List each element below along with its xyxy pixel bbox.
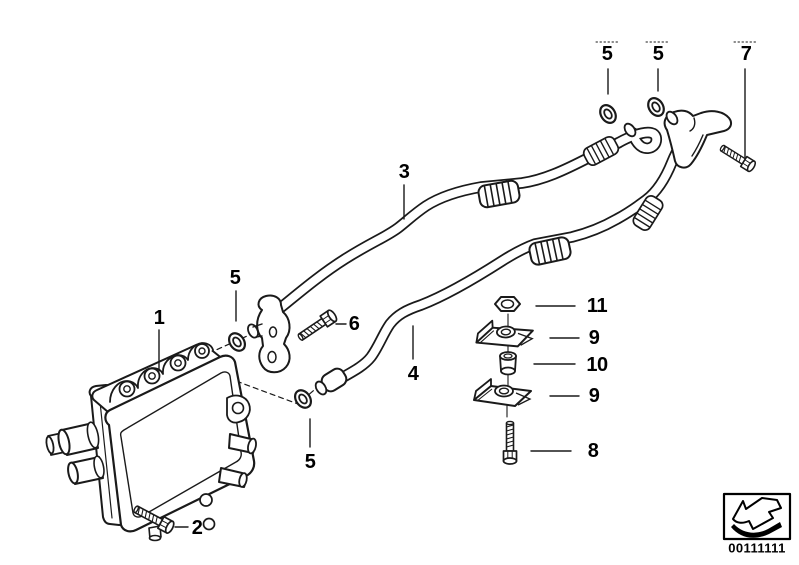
callout-5a[interactable]: 5 [601, 43, 613, 65]
pipe4-flange-fitting [663, 109, 733, 169]
seal-ring-5c [224, 329, 250, 355]
callout-5d[interactable]: 5 [304, 451, 316, 473]
callout-4[interactable]: 4 [407, 363, 419, 385]
bolt-6 [294, 307, 340, 345]
nut-11 [494, 296, 521, 312]
oil-pipe-3-drawing [273, 122, 663, 315]
pipe3-flange-fitting [247, 294, 291, 374]
direction-arrow-icon [731, 497, 782, 538]
pipe3-end-opening [623, 122, 637, 138]
callout-5c[interactable]: 5 [229, 267, 241, 289]
callout-2[interactable]: 2 [191, 517, 203, 539]
callout-9a[interactable]: 9 [588, 327, 600, 349]
pipe4-left-fitting [314, 367, 348, 396]
stamp-code: 00111111 [728, 540, 786, 556]
callout-1[interactable]: 1 [153, 307, 165, 329]
bushing-10 [499, 351, 517, 376]
callout-8[interactable]: 8 [587, 440, 599, 462]
pipe4-corrugation-2 [630, 192, 666, 234]
callout-9b[interactable]: 9 [588, 385, 600, 407]
callout-5b[interactable]: 5 [652, 43, 664, 65]
leader-lines [158, 68, 746, 528]
callout-7[interactable]: 7 [740, 43, 752, 65]
seal-ring-5b [643, 94, 669, 120]
stamp-box [722, 492, 792, 541]
clamp-9b [473, 378, 532, 407]
pipe3-corrugation-2 [580, 133, 622, 169]
oil-cooler-drawing [45, 342, 257, 542]
clamp-9a [474, 317, 535, 350]
seal-ring-5d [290, 386, 316, 412]
screw-8 [502, 420, 518, 465]
cooler-mounting-eyelets [118, 343, 210, 398]
callout-10[interactable]: 10 [586, 354, 608, 376]
callout-11[interactable]: 11 [586, 295, 608, 317]
seal-ring-5a [595, 101, 621, 127]
oil-pipe-4-drawing [314, 135, 689, 396]
callout-6[interactable]: 6 [348, 313, 360, 335]
screw-7 [717, 141, 758, 174]
callout-3[interactable]: 3 [398, 161, 410, 183]
